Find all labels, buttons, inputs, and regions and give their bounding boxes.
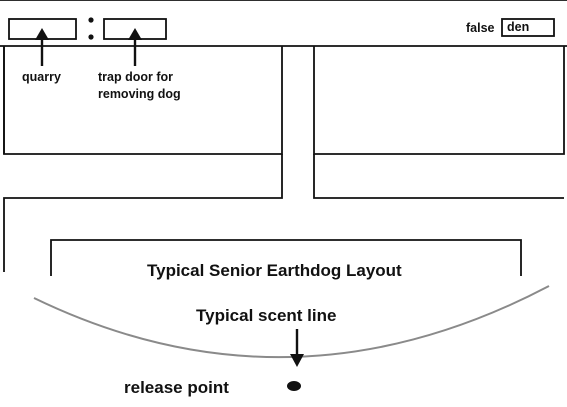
- inner-layout-bracket: [50, 239, 522, 276]
- trap-door-label-line1: trap door for: [98, 70, 173, 84]
- colon-separator-bottom: [88, 34, 94, 40]
- false-den-label: false: [466, 21, 495, 35]
- scent-line-arc: [33, 285, 550, 359]
- trap-door-label-line2: removing dog: [98, 87, 181, 101]
- scent-line-label: Typical scent line: [196, 306, 337, 325]
- left-upper-block: [3, 46, 283, 155]
- layout-title: Typical Senior Earthdog Layout: [147, 261, 402, 280]
- right-upper-block: [313, 46, 565, 155]
- lower-right-wall: [313, 154, 564, 199]
- arrow-up-icon: [35, 28, 49, 66]
- arrow-down-icon: [290, 329, 304, 367]
- arrow-up-icon: [128, 28, 142, 66]
- release-point-label: release point: [124, 378, 229, 397]
- quarry-label: quarry: [22, 70, 61, 84]
- lower-left-wall: [3, 154, 283, 272]
- den-box-label: den: [507, 20, 530, 34]
- release-point-dot: [287, 381, 301, 391]
- false-den-box: [501, 18, 555, 37]
- colon-separator-top: [88, 17, 94, 23]
